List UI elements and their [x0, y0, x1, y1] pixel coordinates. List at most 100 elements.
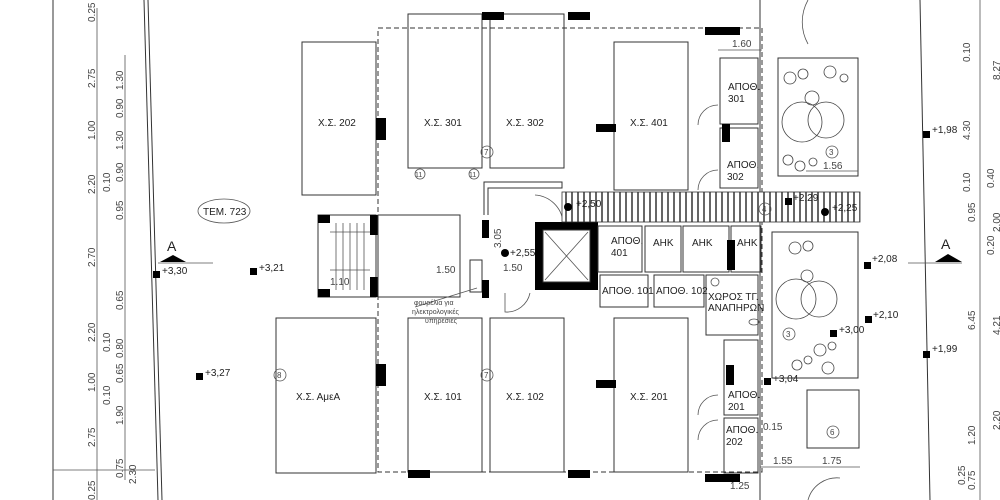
dim-label: 1.00 [87, 372, 98, 392]
drawing-label: 3 [786, 330, 791, 339]
drawing-label: A [167, 238, 177, 254]
dim-label: 2.00 [992, 212, 1000, 232]
drawing-label: 0.15 [763, 422, 783, 433]
gardens [771, 0, 860, 500]
drawing-label: +3,27 [205, 368, 231, 379]
parking-101 [407, 317, 483, 473]
staircase: 1.10 1.50 1.50 3.05 [317, 214, 523, 298]
drawing-label: 301 [728, 94, 745, 105]
dim-label: 0.80 [115, 338, 126, 358]
callout-markers: 7 11 11 7 8 3 3 4 6 [273, 145, 840, 439]
drawing-label: +1,98 [932, 125, 958, 136]
drawing-label: ΑΝΑΠΗΡΩΝ [708, 303, 764, 314]
dim-label: 0.65 [115, 363, 126, 383]
drawing-label: ΑΠΟΘ. 101 [602, 286, 654, 297]
plan-dimensions-right: 1.60 1.56 0.15 1.55 1.75 1.25 [718, 39, 860, 492]
dim-label: 2.30 [128, 464, 139, 484]
drawing-label: 1.60 [732, 39, 752, 50]
dim-label: 0.25 [957, 465, 968, 485]
corridor-hatch [561, 191, 861, 223]
drawing-label: ΑΠΟΘ. [726, 425, 758, 436]
dim-label: 0.40 [986, 168, 997, 188]
drawing-label: 3 [829, 148, 834, 157]
drawing-label: 8 [277, 371, 282, 380]
drawing-label: 6 [830, 428, 835, 437]
equipment-area [806, 389, 860, 449]
dim-label: 0.65 [115, 290, 126, 310]
plot-label-ellipse [197, 198, 251, 224]
drawing-label: 4 [762, 205, 767, 214]
parking-label: Χ.Σ. 401 [630, 118, 668, 129]
drawing-label: ΧΩΡΟΣ ΤΓ. [708, 292, 759, 303]
dim-label: 0.10 [102, 172, 113, 192]
toilet-icon [748, 318, 760, 326]
dim-label: 1.90 [115, 405, 126, 425]
drawing-label: 201 [728, 402, 745, 413]
drawing-label: 302 [727, 172, 744, 183]
dimension-lines [96, 0, 981, 500]
dim-label: 0.95 [967, 202, 978, 222]
electrical-shaft [469, 259, 483, 293]
drawing-label: ΑΠΟΘ. [728, 390, 760, 401]
drawing-label: ΑΗΚ [737, 238, 758, 249]
dim-label: 0.75 [967, 470, 978, 490]
drawing-label: +2,08 [872, 254, 898, 265]
dim-label: 2.75 [87, 68, 98, 88]
dim-label: 1.10 [330, 277, 350, 288]
dim-label: 1.50 [436, 265, 456, 276]
drawing-label: ΑΠΟΘ. [728, 82, 760, 93]
parking-label: Χ.Σ. 102 [506, 392, 544, 403]
right-dimensions: 0.10 8.27 4.30 0.10 0.40 0.95 2.00 0.20 … [957, 42, 1000, 490]
elevator [535, 222, 598, 290]
parking-label: Χ.Σ. 302 [506, 118, 544, 129]
drawing-label: ΑΗΚ [653, 238, 674, 249]
drawing-label: 202 [726, 437, 743, 448]
parking-amea [275, 317, 377, 474]
drawing-label: +2,25 [832, 203, 858, 214]
parking-301 [407, 13, 483, 169]
parking-label: Χ.Σ. 101 [424, 392, 462, 403]
drawing-label: ΑΗΚ [692, 238, 713, 249]
dim-label: 0.25 [87, 480, 98, 500]
section-marker-right: A [908, 236, 962, 264]
drawing-label: ΑΠΟΘ. [611, 236, 643, 247]
drawing-label: +2,50 [576, 199, 602, 210]
drawing-label: 7 [484, 371, 489, 380]
drawing-label: ΑΠΟΘ. 102 [656, 286, 708, 297]
plot-label: ΤΕΜ. 723 [203, 207, 247, 218]
drawing-label: +3,21 [259, 263, 285, 274]
dim-label: 0.20 [986, 235, 997, 255]
drawing-label: +3,00 [839, 325, 865, 336]
drawing-label: +2,29 [793, 193, 819, 204]
drawing-label: +2,10 [873, 310, 899, 321]
dim-label: 0.90 [115, 98, 126, 118]
dim-label: 1.30 [115, 70, 126, 90]
section-marker-left: A [158, 238, 213, 264]
dim-label: 0.95 [115, 200, 126, 220]
drawing-label: +3,30 [162, 266, 188, 277]
parking-label: Χ.Σ. 201 [630, 392, 668, 403]
drawing-label: +1,99 [932, 344, 958, 355]
dim-label: 2.70 [87, 247, 98, 267]
dim-label: 0.25 [87, 2, 98, 22]
dim-label: 2.75 [87, 427, 98, 447]
dim-label: 1.00 [87, 120, 98, 140]
parking-302 [489, 13, 565, 169]
drawing-label: 1.75 [822, 456, 842, 467]
drawing-label: 7 [484, 148, 489, 157]
drawing-label: +3,04 [773, 374, 799, 385]
dim-label: 3.05 [493, 228, 504, 248]
parking-spaces: Χ.Σ. 202 Χ.Σ. 301 Χ.Σ. 302 Χ.Σ. 401 Χ.Σ.… [275, 13, 689, 474]
parking-label: Χ.Σ. ΑμεΑ [296, 392, 341, 403]
dim-label: 2.20 [992, 410, 1000, 430]
drawing-label: 11 [415, 172, 422, 179]
drawing-label: 1.56 [823, 161, 843, 172]
parking-label: Χ.Σ. 202 [318, 118, 356, 129]
parking-401 [613, 41, 689, 191]
dim-label: 0.75 [115, 458, 126, 478]
dim-label: 1.20 [967, 425, 978, 445]
dim-label: 0.10 [962, 172, 973, 192]
left-outer-dimensions: 0.25 2.75 1.00 2.20 2.70 2.20 1.00 2.75 … [87, 2, 98, 500]
drawing-label: ΑΠΟΘ. [727, 160, 759, 171]
